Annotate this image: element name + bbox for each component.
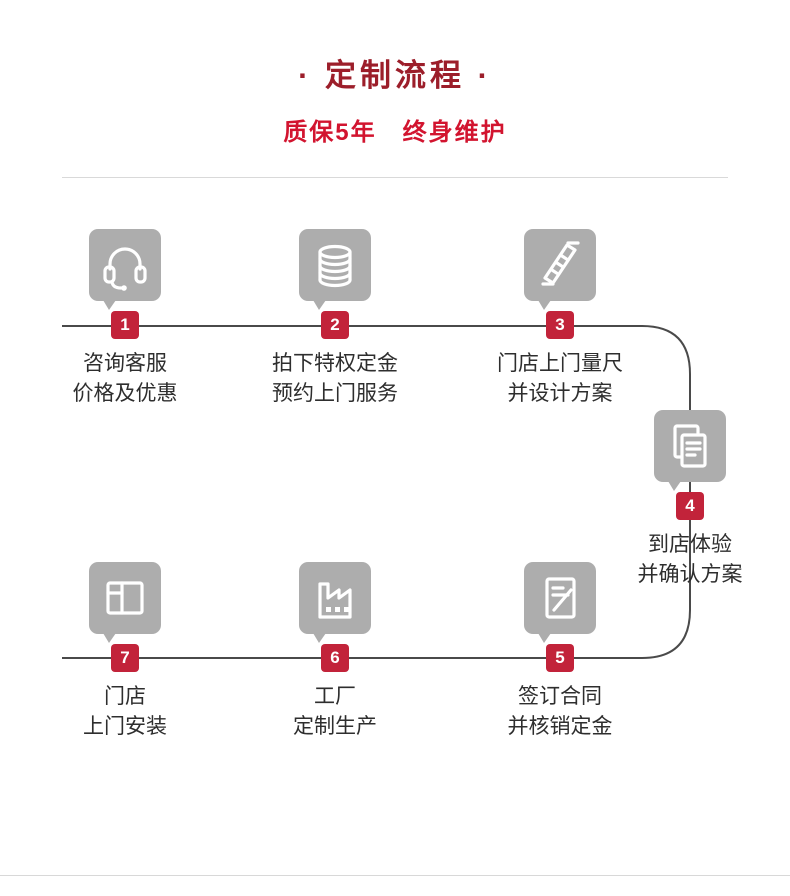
section-divider <box>0 875 790 876</box>
step-3: 3 门店上门量尺 并设计方案 <box>460 229 660 424</box>
step-4: 4 到店体验 并确认方案 <box>590 410 790 605</box>
step-label: 咨询客服 价格及优惠 <box>72 352 178 405</box>
step-2: 2 拍下特权定金 预约上门服务 <box>235 229 435 424</box>
step-label: 工厂 定制生产 <box>293 685 377 738</box>
step-label: 签订合同 并核销定金 <box>507 685 613 738</box>
factory-icon <box>299 562 371 643</box>
contract-icon <box>524 562 596 643</box>
step-label: 门店 上门安装 <box>83 685 167 738</box>
divider <box>62 177 728 178</box>
step-6: 6 工厂 定制生产 <box>235 562 435 757</box>
step-label: 到店体验 并确认方案 <box>637 533 743 586</box>
step-number-badge: 7 <box>111 644 139 672</box>
headset-icon <box>89 229 161 310</box>
step-number-badge: 2 <box>321 311 349 339</box>
section-title: · 定制流程 · <box>298 58 492 93</box>
ruler-icon <box>524 229 596 310</box>
step-number-badge: 6 <box>321 644 349 672</box>
section-subtitle: 质保5年 终身维护 <box>283 119 507 146</box>
step-number-badge: 5 <box>546 644 574 672</box>
panels-icon <box>89 562 161 643</box>
documents-icon <box>654 410 726 491</box>
step-7: 7 门店 上门安装 <box>25 562 225 757</box>
step-number-badge: 3 <box>546 311 574 339</box>
step-label: 拍下特权定金 预约上门服务 <box>272 352 398 405</box>
step-number-badge: 1 <box>111 311 139 339</box>
step-1: 1 咨询客服 价格及优惠 <box>25 229 225 424</box>
coins-icon <box>299 229 371 310</box>
step-5: 5 签订合同 并核销定金 <box>460 562 660 757</box>
step-number-badge: 4 <box>676 492 704 520</box>
step-label: 门店上门量尺 并设计方案 <box>497 352 623 405</box>
